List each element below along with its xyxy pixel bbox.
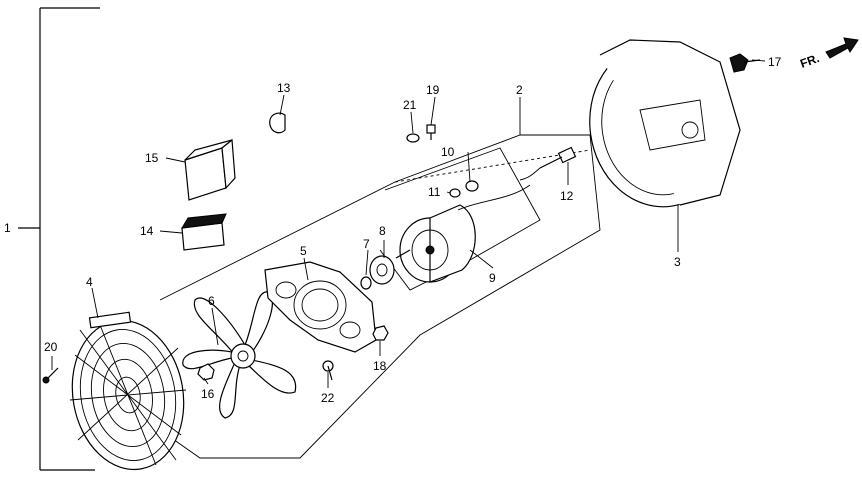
- callout-22: 22: [321, 391, 335, 405]
- callout-12: 12: [560, 189, 574, 203]
- assembly-bracket: [18, 7, 100, 471]
- fan-shroud: [589, 39, 741, 208]
- callout-21: 21: [403, 98, 417, 112]
- nut-16: [197, 363, 215, 381]
- callout-5: 5: [300, 244, 307, 258]
- callout-14: 14: [140, 224, 154, 238]
- callout-8: 8: [379, 224, 386, 238]
- callout-10: 10: [441, 145, 455, 159]
- callout-18: 18: [373, 359, 387, 373]
- direction-label: FR.: [798, 51, 821, 71]
- bolt-20: [42, 367, 59, 384]
- callout-15: 15: [145, 151, 159, 165]
- leader-lines: [51, 59, 766, 388]
- nut-10: [465, 180, 479, 192]
- callout-11: 11: [428, 185, 441, 199]
- callout-4: 4: [86, 275, 93, 289]
- callout-20: 20: [44, 340, 58, 354]
- callout-9: 9: [489, 271, 496, 285]
- fan-motor: [395, 184, 531, 283]
- callout-19: 19: [426, 83, 440, 97]
- fan-blade: [182, 291, 297, 419]
- fan-guard: [69, 311, 187, 471]
- nut-18: [372, 325, 389, 341]
- callout-1: 1: [4, 221, 11, 235]
- callout-labels: 1 2 3 4 5 6 7 8 9 10 11 12 13 14 15 16 1…: [4, 55, 782, 405]
- callout-2: 2: [516, 83, 523, 97]
- bush-7: [360, 276, 372, 290]
- arrow-icon: [825, 37, 859, 59]
- callout-16: 16: [201, 387, 215, 401]
- collar-8: [369, 255, 395, 285]
- callout-13: 13: [277, 81, 291, 95]
- bolt-17: [729, 53, 761, 73]
- front-direction-indicator: FR.: [798, 37, 859, 71]
- callout-6: 6: [208, 294, 215, 308]
- callout-3: 3: [674, 255, 681, 269]
- resistor-14: [181, 213, 227, 251]
- callout-7: 7: [363, 237, 370, 251]
- clip-13: [269, 112, 286, 134]
- relay-15: [184, 138, 236, 201]
- screw-22: [322, 360, 334, 381]
- mount-plate: [264, 261, 377, 353]
- washer-21: [406, 133, 420, 143]
- connector-12: [519, 146, 577, 181]
- bolt-19: [426, 124, 436, 140]
- subassembly-outline: [159, 134, 601, 459]
- callout-17: 17: [768, 55, 782, 69]
- washer-11: [449, 188, 461, 198]
